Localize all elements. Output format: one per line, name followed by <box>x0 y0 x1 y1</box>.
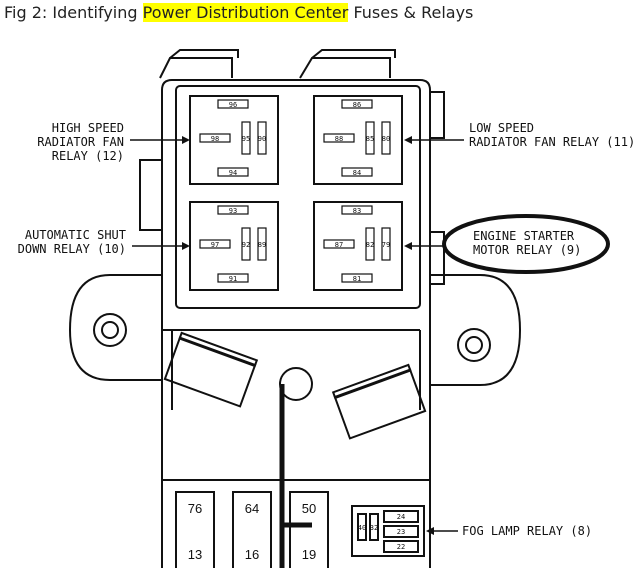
mount-ear-left <box>68 274 162 381</box>
label-low-speed-relay: RADIATOR FAN RELAY (11) <box>469 135 635 149</box>
figure-caption: Fig 2: Identifying Power Distribution Ce… <box>4 3 473 22</box>
connector-tab-right <box>299 57 391 79</box>
label-high-speed-relay: HIGH SPEED <box>52 121 124 135</box>
mount-ear-right <box>430 274 522 386</box>
caption-prefix: Fig 2: Identifying <box>4 3 143 22</box>
pin-label: 91 <box>229 275 237 283</box>
pin-label: 80 <box>382 135 390 143</box>
fuse-number: 76 <box>188 501 202 516</box>
angled-slot-left <box>163 331 259 408</box>
pin-label: 86 <box>353 101 361 109</box>
pin-label: 84 <box>353 169 361 177</box>
starter-relay-highlight <box>442 214 610 274</box>
pin-label: 82 <box>366 241 374 249</box>
pin-label: 94 <box>229 169 237 177</box>
pin-label: 79 <box>382 241 390 249</box>
fuse-number: 64 <box>245 501 259 516</box>
pin-label: 96 <box>229 101 237 109</box>
pin-label: 90 <box>258 135 266 143</box>
pin-label: 89 <box>258 241 266 249</box>
label-asd-relay: DOWN RELAY (10) <box>18 242 126 256</box>
label-low-speed-relay: LOW SPEED <box>469 121 534 135</box>
relay-starter <box>313 201 403 291</box>
label-high-speed-relay: RADIATOR FAN <box>37 135 124 149</box>
side-clip-bottom <box>429 231 445 285</box>
fuse-number: 16 <box>245 547 259 562</box>
pin-label: 93 <box>229 207 237 215</box>
bus-bar <box>279 384 312 568</box>
relay-fog-lamp <box>351 505 425 557</box>
fuse-number: 19 <box>302 547 316 562</box>
pin-label: 87 <box>335 241 343 249</box>
relay-low-speed <box>313 95 403 185</box>
caption-highlight: Power Distribution Center <box>142 3 349 22</box>
relay-block <box>175 85 421 309</box>
fuse-number: 50 <box>302 501 316 516</box>
pdc-housing <box>161 79 431 568</box>
label-starter-relay: MOTOR RELAY (9) <box>473 243 581 257</box>
pin-label: 22 <box>397 543 405 551</box>
label-asd-relay: AUTOMATIC SHUT <box>25 228 126 242</box>
pin-label: 83 <box>353 207 361 215</box>
pin-label: 24 <box>397 513 405 521</box>
pin-label: 98 <box>211 135 219 143</box>
side-clip-top <box>429 91 445 139</box>
pin-label: 85 <box>366 135 374 143</box>
side-bracket <box>139 159 163 231</box>
pin-label: 97 <box>211 241 219 249</box>
angled-slot-right <box>331 363 427 440</box>
label-starter-relay: ENGINE STARTER <box>473 229 575 243</box>
pin-label: 95 <box>242 135 250 143</box>
pin-label: 23 <box>397 528 405 536</box>
label-fog-lamp-relay: FOG LAMP RELAY (8) <box>462 524 592 538</box>
pin-label: 40 <box>358 524 366 532</box>
pin-label: 88 <box>335 135 343 143</box>
pin-label: 81 <box>353 275 361 283</box>
pin-label: 32 <box>370 524 378 532</box>
fuse-slot-2 <box>232 491 272 568</box>
fuse-number: 13 <box>188 547 202 562</box>
fuse-slot-1 <box>175 491 215 568</box>
fuse-slot-3 <box>289 491 329 568</box>
center-post <box>279 367 313 401</box>
caption-suffix: Fuses & Relays <box>348 3 474 22</box>
connector-tab-left <box>159 57 233 79</box>
label-high-speed-relay: RELAY (12) <box>52 149 124 163</box>
pin-label: 92 <box>242 241 250 249</box>
